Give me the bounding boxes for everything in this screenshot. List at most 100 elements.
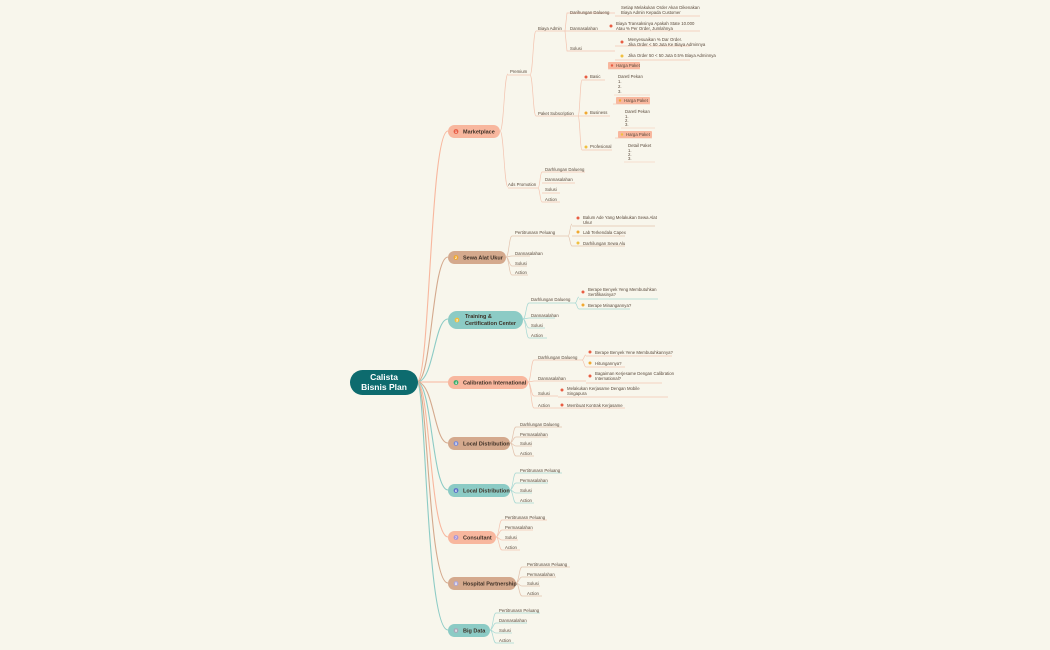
local2-item: Solusi — [520, 488, 532, 493]
alert-icon — [588, 361, 592, 365]
calibration-item: Melakukan Kerjasame Dengan Mobile — [567, 386, 640, 391]
branch-number: 6 — [455, 489, 457, 493]
branch-local-distribution-2[interactable]: 6 Local Distribution — [448, 484, 510, 497]
alert-icon — [618, 99, 622, 102]
branch-number: 2 — [455, 256, 457, 260]
ads-item: Solusi — [545, 187, 557, 192]
root-node[interactable]: Calista Bisnis Plan — [350, 370, 418, 395]
sewa-item: Darhilungan Sewa Alu — [583, 241, 626, 246]
sewa-item: Ukur — [583, 220, 593, 225]
detail-text: Detail Paket — [628, 143, 652, 148]
perm-text-2: Atau % Per Order, Jumlahnya — [616, 26, 673, 31]
alert-icon — [584, 145, 588, 149]
branch-hospital[interactable]: 8 Hospital Partnership — [448, 577, 517, 590]
branch-label-line2: Certification Center — [465, 321, 517, 327]
detail-item: 3. — [618, 89, 622, 94]
number-icon — [453, 628, 459, 633]
ads-item: Dannasalahan — [545, 177, 573, 182]
branch-calibration[interactable]: 4 Calibration International — [448, 376, 528, 389]
local1-item: Darhlungan Dalueng — [520, 422, 560, 427]
number-icon — [453, 488, 459, 493]
bigdata-connectors — [489, 612, 540, 644]
basic-label: Basic — [590, 74, 601, 79]
sol-text-2: Jika Order < 50 Juta Ke Biaya Adminnya — [628, 42, 706, 47]
number-icon — [453, 255, 459, 260]
consultant-item: Solusi — [505, 535, 517, 540]
detail-item: 2. — [628, 152, 632, 157]
branch-local-distribution-1[interactable]: 5 Local Distribution — [448, 437, 510, 450]
number-icon — [453, 129, 459, 134]
business-label: Business — [590, 110, 607, 115]
hospital-connectors — [515, 566, 570, 597]
harga-paket-badge — [616, 97, 650, 104]
branch-number: 1 — [455, 130, 457, 134]
sewa-item: Balum Ade Yang Melakukan Sewa Alat — [583, 215, 658, 220]
marketplace-connectors — [499, 12, 700, 203]
number-icon — [453, 380, 459, 385]
latar-label: Darihungan Dalueng — [570, 10, 610, 15]
local1-item: Permasalahan — [520, 432, 548, 437]
detail-item: 1. — [628, 148, 632, 153]
alert-icon — [620, 133, 624, 136]
branch-consultant[interactable]: 7 Consultant — [448, 531, 496, 544]
detail-text: Daretl Pekan — [625, 109, 650, 114]
root-title-line1: Calista — [370, 372, 398, 382]
branch-label: Sewa Alat Ukur — [463, 256, 504, 262]
calibration-item: Berape Benyek Yene Membutuhkannya? — [595, 350, 673, 355]
premium-label: Premium — [510, 69, 528, 74]
detail-item: 3. — [628, 156, 632, 161]
calibration-action-label: Action — [538, 403, 551, 408]
local1-item: Solusi — [520, 441, 532, 446]
sewa-other: Dannasalahan — [515, 251, 543, 256]
detail-item: 2. — [625, 118, 629, 123]
alert-icon — [610, 64, 614, 67]
branch-training[interactable]: 3 Training & Certification Center — [448, 311, 523, 329]
detail-item: 3. — [625, 122, 629, 127]
calibration-connectors — [527, 354, 672, 409]
alert-icon — [584, 111, 588, 115]
detail-text: Daretl Pekan — [618, 74, 643, 79]
harga-paket-text: Harga Paket — [624, 98, 649, 103]
branch-number: 3 — [456, 318, 458, 322]
sol-text-1: Menyesuaikan % Dar Order. — [628, 37, 682, 42]
branch-label: Local Distribution — [463, 442, 510, 448]
sewa-other: Action — [515, 270, 528, 275]
branch-number: 7 — [455, 536, 457, 540]
perm-text-1: Biaya Transaksinya Apakah State 10.000 — [616, 21, 695, 26]
sol-text-3: Jika Order 50 < 50 Juta 0.5% Biaya Admin… — [628, 53, 716, 58]
training-item: Sertifikasinya? — [588, 292, 617, 297]
alert-icon — [588, 374, 592, 378]
harga-paket-text: Harga Paket — [616, 63, 641, 68]
number-icon — [454, 317, 460, 323]
consultant-item: Action — [505, 545, 518, 550]
sewa-item: Lab Terkendala Capex — [583, 230, 627, 235]
branch-big-data[interactable]: 9 Big Data — [448, 624, 490, 637]
branch-marketplace[interactable]: 1 Marketplace — [448, 125, 500, 138]
hospital-item: Pertitrunasn Peluang — [527, 562, 568, 567]
alert-icon — [609, 24, 613, 28]
calibration-solusi-label: Solusi — [538, 391, 550, 396]
calibration-item: International? — [595, 376, 622, 381]
hospital-item: Solusi — [527, 581, 539, 586]
calibration-item: Singapura — [567, 391, 587, 396]
consultant-item: Pertitrunasn Peluang — [505, 515, 546, 520]
branch-label: Calibration International — [463, 381, 527, 387]
training-other: Solusi — [531, 323, 543, 328]
local2-item: Permasalahan — [520, 478, 548, 483]
latar-text-1: Setiap Melakukan Order Akan Dikenakan — [621, 5, 700, 10]
bigdata-item: Dannasalahan — [499, 618, 527, 623]
ads-item: Darhlungan Dalueng — [545, 167, 585, 172]
branch-label: Marketplace — [463, 130, 495, 136]
branch-label: Big Data — [463, 629, 486, 635]
pertim-label: Pertitrunasn Peluang — [515, 230, 556, 235]
latar-text-2: Biaya Admin Kepada Customer — [621, 10, 681, 15]
calibration-item: Hitungannya? — [595, 361, 622, 366]
branch-number: 9 — [455, 629, 457, 633]
branch-sewa-alat-ukur[interactable]: 2 Sewa Alat Ukur — [448, 251, 506, 264]
branch-label: Hospital Partnership — [463, 582, 517, 588]
solusi-label: Solusi — [570, 46, 582, 51]
harga-paket-badge — [608, 62, 640, 69]
calibration-latar-label: Darhlungan Dalueng — [538, 355, 578, 360]
bigdata-item: Solusi — [499, 628, 511, 633]
